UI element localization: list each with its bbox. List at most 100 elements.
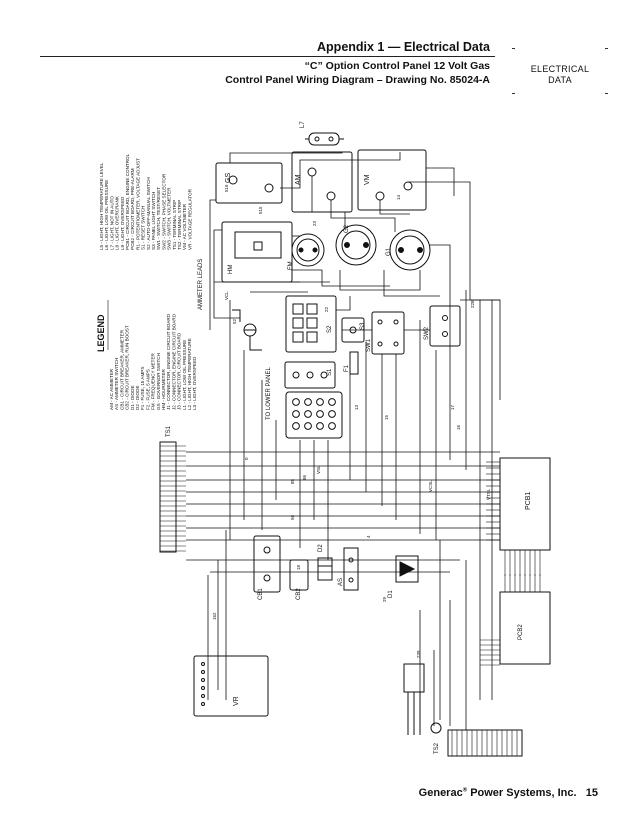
hourmeter-hm: HM xyxy=(221,221,293,283)
am-label: AM xyxy=(295,174,302,185)
light-l7: L7 xyxy=(300,121,344,146)
hm-label: HM xyxy=(228,265,234,274)
wire-labels: VCL VSL VTSL VCSL 228 516 515 162 239 29… xyxy=(212,184,491,658)
legend-entry: TS1 - TERMINAL STRIP xyxy=(172,200,177,250)
vr-terminal xyxy=(201,686,205,690)
wire-17-label: 17 xyxy=(450,404,455,410)
section-tab-label: ELECTRICAL DATA xyxy=(512,64,608,86)
section-tab-line1: ELECTRICAL xyxy=(530,64,590,74)
legend-entry: D1 - DIODE xyxy=(130,385,135,410)
legend-entry: L3 - LIGHT, OVERSPEED xyxy=(192,356,197,410)
connector-pin xyxy=(292,398,300,406)
circuit-breaker-cb1: CB1 xyxy=(253,535,281,600)
legend-entry: PCB2 - CIRCUIT BOARD, PRE-ALARM xyxy=(130,168,135,250)
legend-entry: VM - AC VOLTMETER xyxy=(182,203,187,250)
legend-entry: J2 - CONNECTOR, ENGINE CIRCUIT BOARD xyxy=(171,313,176,410)
wire-86-label: 86 xyxy=(302,474,307,480)
connector-pin xyxy=(316,422,324,430)
vr-terminal xyxy=(201,662,205,666)
wire-0-label: 0 xyxy=(244,457,249,460)
wire-15-label: 15 xyxy=(384,414,389,420)
pcb1-label: PCB1 xyxy=(525,492,532,510)
page-footer: Generac® Power Systems, Inc. 15 xyxy=(419,787,598,799)
legend-entry: S1 - RESET SWITCH xyxy=(141,206,146,250)
gauge-g2: G2 xyxy=(335,224,377,266)
legend-entry: S2 - AUTO-OFF-MANUAL SWITCH xyxy=(146,177,151,250)
cb2-label: CB2 xyxy=(296,588,302,600)
wire-56-label: 56 xyxy=(290,514,295,520)
top-wiring xyxy=(209,152,471,330)
tab-corner-mark xyxy=(512,93,515,94)
terminal-strip-ts2: TS2 xyxy=(430,722,523,757)
sw1-label: SW1 xyxy=(366,338,372,352)
legend-entry: CB1 - CIRCUIT BREAKER, AMMETER xyxy=(119,329,124,410)
legend-entry: SW1 - SWITCH, TEST/RESET xyxy=(156,187,161,250)
ammeter-leads-label: AMMETER LEADS xyxy=(198,259,204,310)
switch-sw1: SW1 xyxy=(366,311,405,355)
wire-23-label: 23 xyxy=(312,220,317,226)
footer-company: Power Systems, Inc. xyxy=(470,787,577,799)
lower-panel-label: TO LOWER PANEL xyxy=(266,367,272,420)
vr-terminal xyxy=(201,678,205,682)
wire-239-label: 239 xyxy=(416,650,421,658)
legend-entry: SW2 - SWITCH, PHASE SELECTOR xyxy=(161,173,166,250)
connector-pin xyxy=(328,398,336,406)
page-number: 15 xyxy=(585,787,598,799)
legend-entry: HM - HOURMETER xyxy=(161,368,166,410)
connector-pin xyxy=(316,410,324,418)
legend-entry: L6 - LIGHT, LOW OIL PRESSURE xyxy=(104,180,109,250)
wire-13-label: 13 xyxy=(354,404,359,410)
wire-4-label: 4 xyxy=(366,535,371,538)
legend-entry: L2 - LIGHT, HIGH TEMPERATURE xyxy=(187,338,192,410)
wire-18-label: 18 xyxy=(296,564,301,570)
diagram-subtitle: “C” Option Control Panel 12 Volt Gas xyxy=(304,60,490,72)
footer-trademark: ® xyxy=(462,787,468,794)
terminal-strip-ts1: TS1 xyxy=(159,425,186,553)
legend-title: LEGEND xyxy=(96,314,106,352)
wire-515-label: 515 xyxy=(258,206,263,214)
vr-terminal xyxy=(201,670,205,674)
drawing-number: Control Panel Wiring Diagram – Drawing N… xyxy=(225,74,490,86)
wire-vcsl-label: VCSL xyxy=(428,480,433,492)
wire-vtsl-label: VTSL xyxy=(486,488,491,500)
tab-corner-mark xyxy=(512,48,515,49)
legend-entry: VR - VOLTAGE REGULATOR xyxy=(187,188,192,250)
connector-pin xyxy=(292,410,300,418)
legend-entry: J3 - CONNECTOR, CIRCUIT BOARD xyxy=(177,332,182,410)
wire-22-label: 22 xyxy=(324,306,329,312)
wire-29-label: 29 xyxy=(382,596,387,602)
switch-s1: S1 xyxy=(284,361,336,389)
switch-sw2: SW2 xyxy=(424,305,461,347)
connector-pin xyxy=(316,398,324,406)
sw2-label: SW2 xyxy=(424,326,430,340)
connector-pin xyxy=(328,410,336,418)
d1-label: D1 xyxy=(388,590,394,598)
section-tab-line2: DATA xyxy=(548,75,572,85)
wire-228-label: 228 xyxy=(470,300,475,308)
legend-entry: AM - AC AMMETER xyxy=(109,368,114,410)
g1-label: G1 xyxy=(386,247,392,256)
wire-85-label: 85 xyxy=(290,478,295,484)
wire-516-label: 516 xyxy=(224,184,229,192)
appendix-title: Appendix 1 — Electrical Data xyxy=(317,40,490,54)
s1-label: S1 xyxy=(327,368,333,376)
gs-label: GS xyxy=(225,173,232,183)
ts1-label: TS1 xyxy=(166,425,172,437)
governor-switch-gs: GS xyxy=(215,162,283,204)
legend-entry: L5 - LIGHT, HIGH TEMPERATURE LEVEL xyxy=(99,162,104,250)
diode-d2: D2 xyxy=(317,544,333,581)
tab-corner-mark xyxy=(605,48,608,49)
legend-entry: GS - GOVERNOR SWITCH xyxy=(156,353,161,410)
legend-entry: L8 - LIGHT, OVERCRANK xyxy=(115,195,120,250)
circuit-board-pcb2: PCB2 xyxy=(480,574,551,666)
fuse-f1: F1 xyxy=(344,351,359,375)
legend-entry: AS - AMMETER SWITCH xyxy=(114,358,119,410)
legend-entry: FM - FREQUENCY METER xyxy=(151,352,156,410)
legend-entry: L9 - LIGHT, OVERSPEED xyxy=(120,196,125,250)
diode-d1: D1 xyxy=(388,555,419,598)
connector-pin xyxy=(304,422,312,430)
main-wiring xyxy=(186,290,501,730)
l7-label: L7 xyxy=(300,121,306,128)
legend-entry: L7 - LIGHT, NOT IN AUTO xyxy=(109,196,114,250)
